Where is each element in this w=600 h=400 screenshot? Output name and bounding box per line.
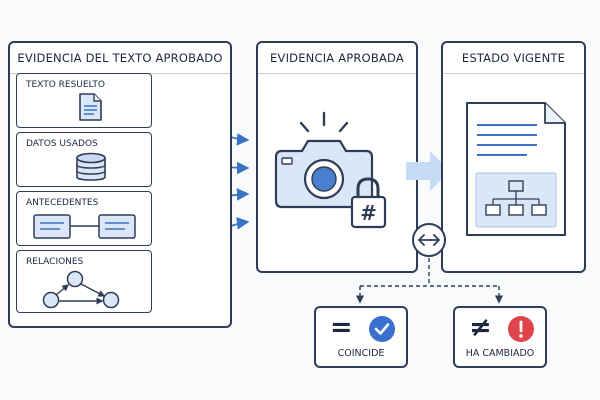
equals-symbol: = (330, 312, 353, 343)
check-icon (369, 316, 395, 342)
card-label: DATOS USADOS (26, 139, 98, 149)
right-panel: ESTADO VIGENTE (441, 41, 586, 273)
left-panel-title: EVIDENCIA DEL TEXTO APROBADO (10, 43, 230, 74)
not-equal-symbol: ≠ (469, 312, 492, 343)
big-right-arrow-icon (406, 151, 450, 191)
lock-hash-symbol: # (360, 201, 377, 225)
linked-records-icon (33, 214, 136, 239)
card-label: TEXTO RESUELTO (26, 80, 105, 90)
compare-arrows-icon[interactable] (411, 222, 447, 258)
card-relaciones[interactable]: RELACIONES (16, 250, 152, 313)
card-label: RELACIONES (26, 257, 84, 267)
document-diagram-icon (466, 102, 566, 236)
result-coincide: = COINCIDE (314, 306, 408, 368)
result-label: COINCIDE (337, 348, 385, 359)
card-label: ANTECEDENTES (26, 198, 99, 208)
left-panel: EVIDENCIA DEL TEXTO APROBADO TEXTO RESUE… (8, 41, 232, 328)
result-ha-cambiado: ≠ HA CAMBIADO (453, 306, 547, 368)
card-texto-resuelto[interactable]: TEXTO RESUELTO (16, 73, 152, 128)
right-panel-title: ESTADO VIGENTE (443, 43, 584, 74)
middle-panel: EVIDENCIA APROBADA # (256, 41, 418, 273)
relations-graph-icon (42, 270, 120, 309)
document-icon (79, 93, 102, 121)
middle-panel-title: EVIDENCIA APROBADA (258, 43, 416, 74)
camera-lock-hash-icon: # (274, 111, 387, 229)
card-antecedentes[interactable]: ANTECEDENTES (16, 191, 152, 246)
alert-icon (508, 316, 534, 342)
card-datos-usados[interactable]: DATOS USADOS (16, 132, 152, 187)
database-icon (76, 152, 106, 181)
result-label: HA CAMBIADO (465, 348, 535, 359)
